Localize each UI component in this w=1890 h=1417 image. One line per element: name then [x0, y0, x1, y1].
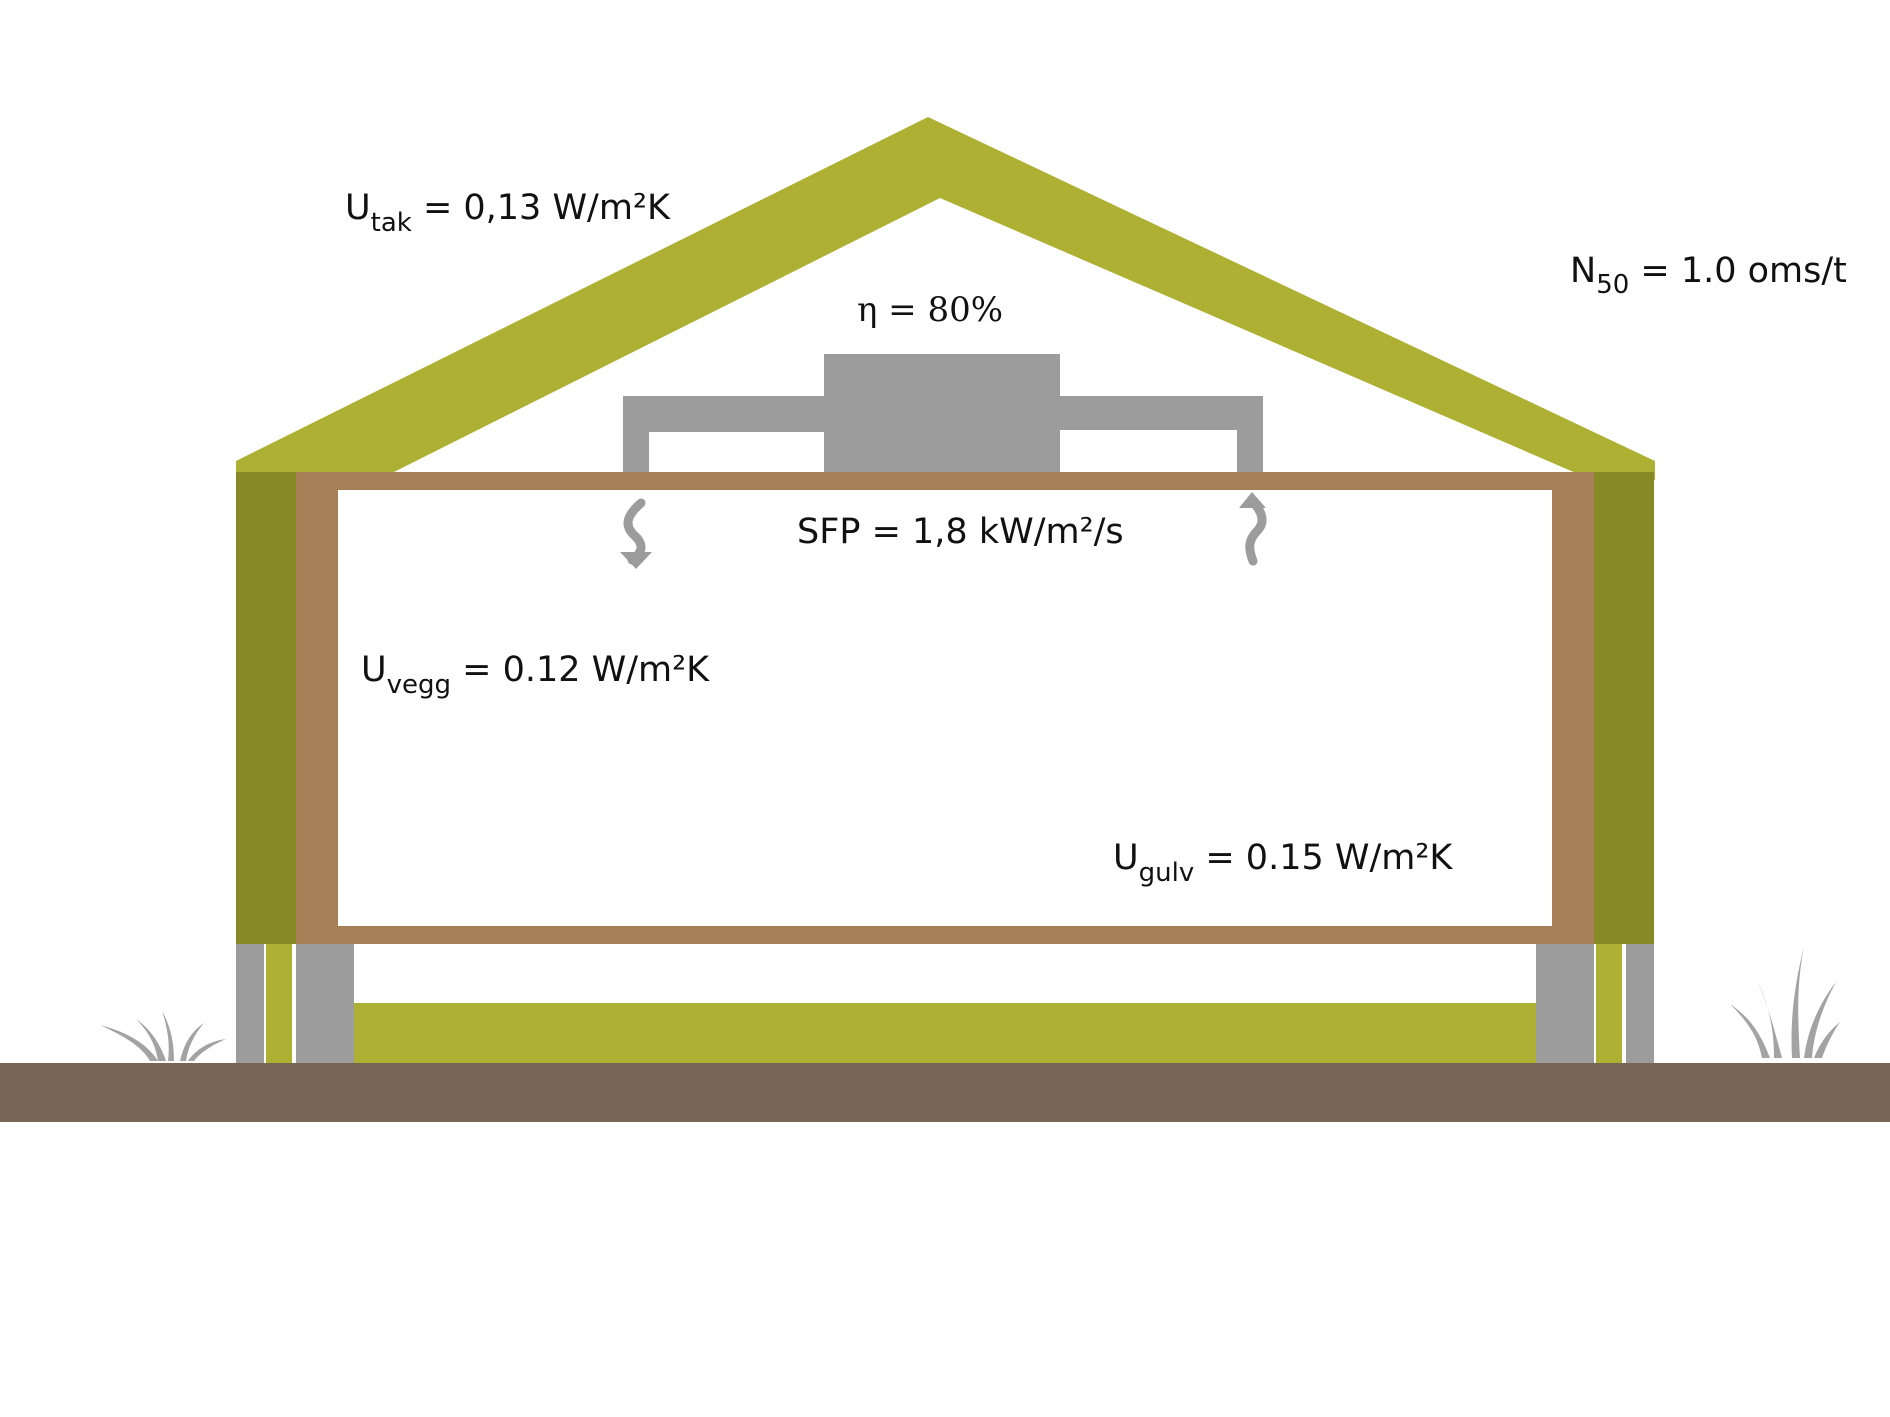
- supply-duct-horizontal: [623, 396, 824, 432]
- air-up-arrow-icon: [1239, 492, 1267, 566]
- air-down-arrow-icon: [620, 498, 652, 569]
- extract-duct-horizontal: [1060, 396, 1263, 430]
- grass-tuft-icon: [1730, 946, 1840, 1058]
- fan-power-label: SFP = 1,8 kW/m²/s: [797, 512, 1124, 552]
- right-inner-wall: [1552, 472, 1594, 944]
- airtightness-label: N50 = 1.0 oms/t: [1570, 251, 1847, 300]
- crawlspace-insulation: [354, 1003, 1536, 1063]
- roof-u-value-label: Utak = 0,13 W/m²K: [345, 188, 671, 238]
- foundation-left-outer: [236, 944, 264, 1063]
- ground: [0, 1063, 1890, 1122]
- floor-u-value-label: Ugulv = 0.15 W/m²K: [1113, 838, 1453, 888]
- foundation-left-inner: [296, 944, 354, 1063]
- heat-recovery-label: η = 80%: [857, 290, 1003, 330]
- ventilation-unit: [824, 354, 1060, 472]
- grass-tuft-icon: [100, 1011, 226, 1061]
- foundation-left-insulation: [266, 944, 292, 1063]
- extract-duct-vertical: [1237, 396, 1263, 472]
- foundation-right-insulation: [1596, 944, 1622, 1063]
- right-wall-insulation: [1594, 472, 1654, 944]
- wall-u-value-label: Uvegg = 0.12 W/m²K: [361, 650, 710, 700]
- roof-insulation: [236, 117, 1655, 480]
- supply-duct-vertical: [623, 396, 649, 472]
- floor-beam: [296, 926, 1594, 944]
- ceiling-beam: [296, 472, 1594, 490]
- left-wall-insulation: [236, 472, 296, 944]
- left-inner-wall: [296, 472, 338, 944]
- foundation-right-outer: [1626, 944, 1654, 1063]
- foundation-right-inner: [1536, 944, 1594, 1063]
